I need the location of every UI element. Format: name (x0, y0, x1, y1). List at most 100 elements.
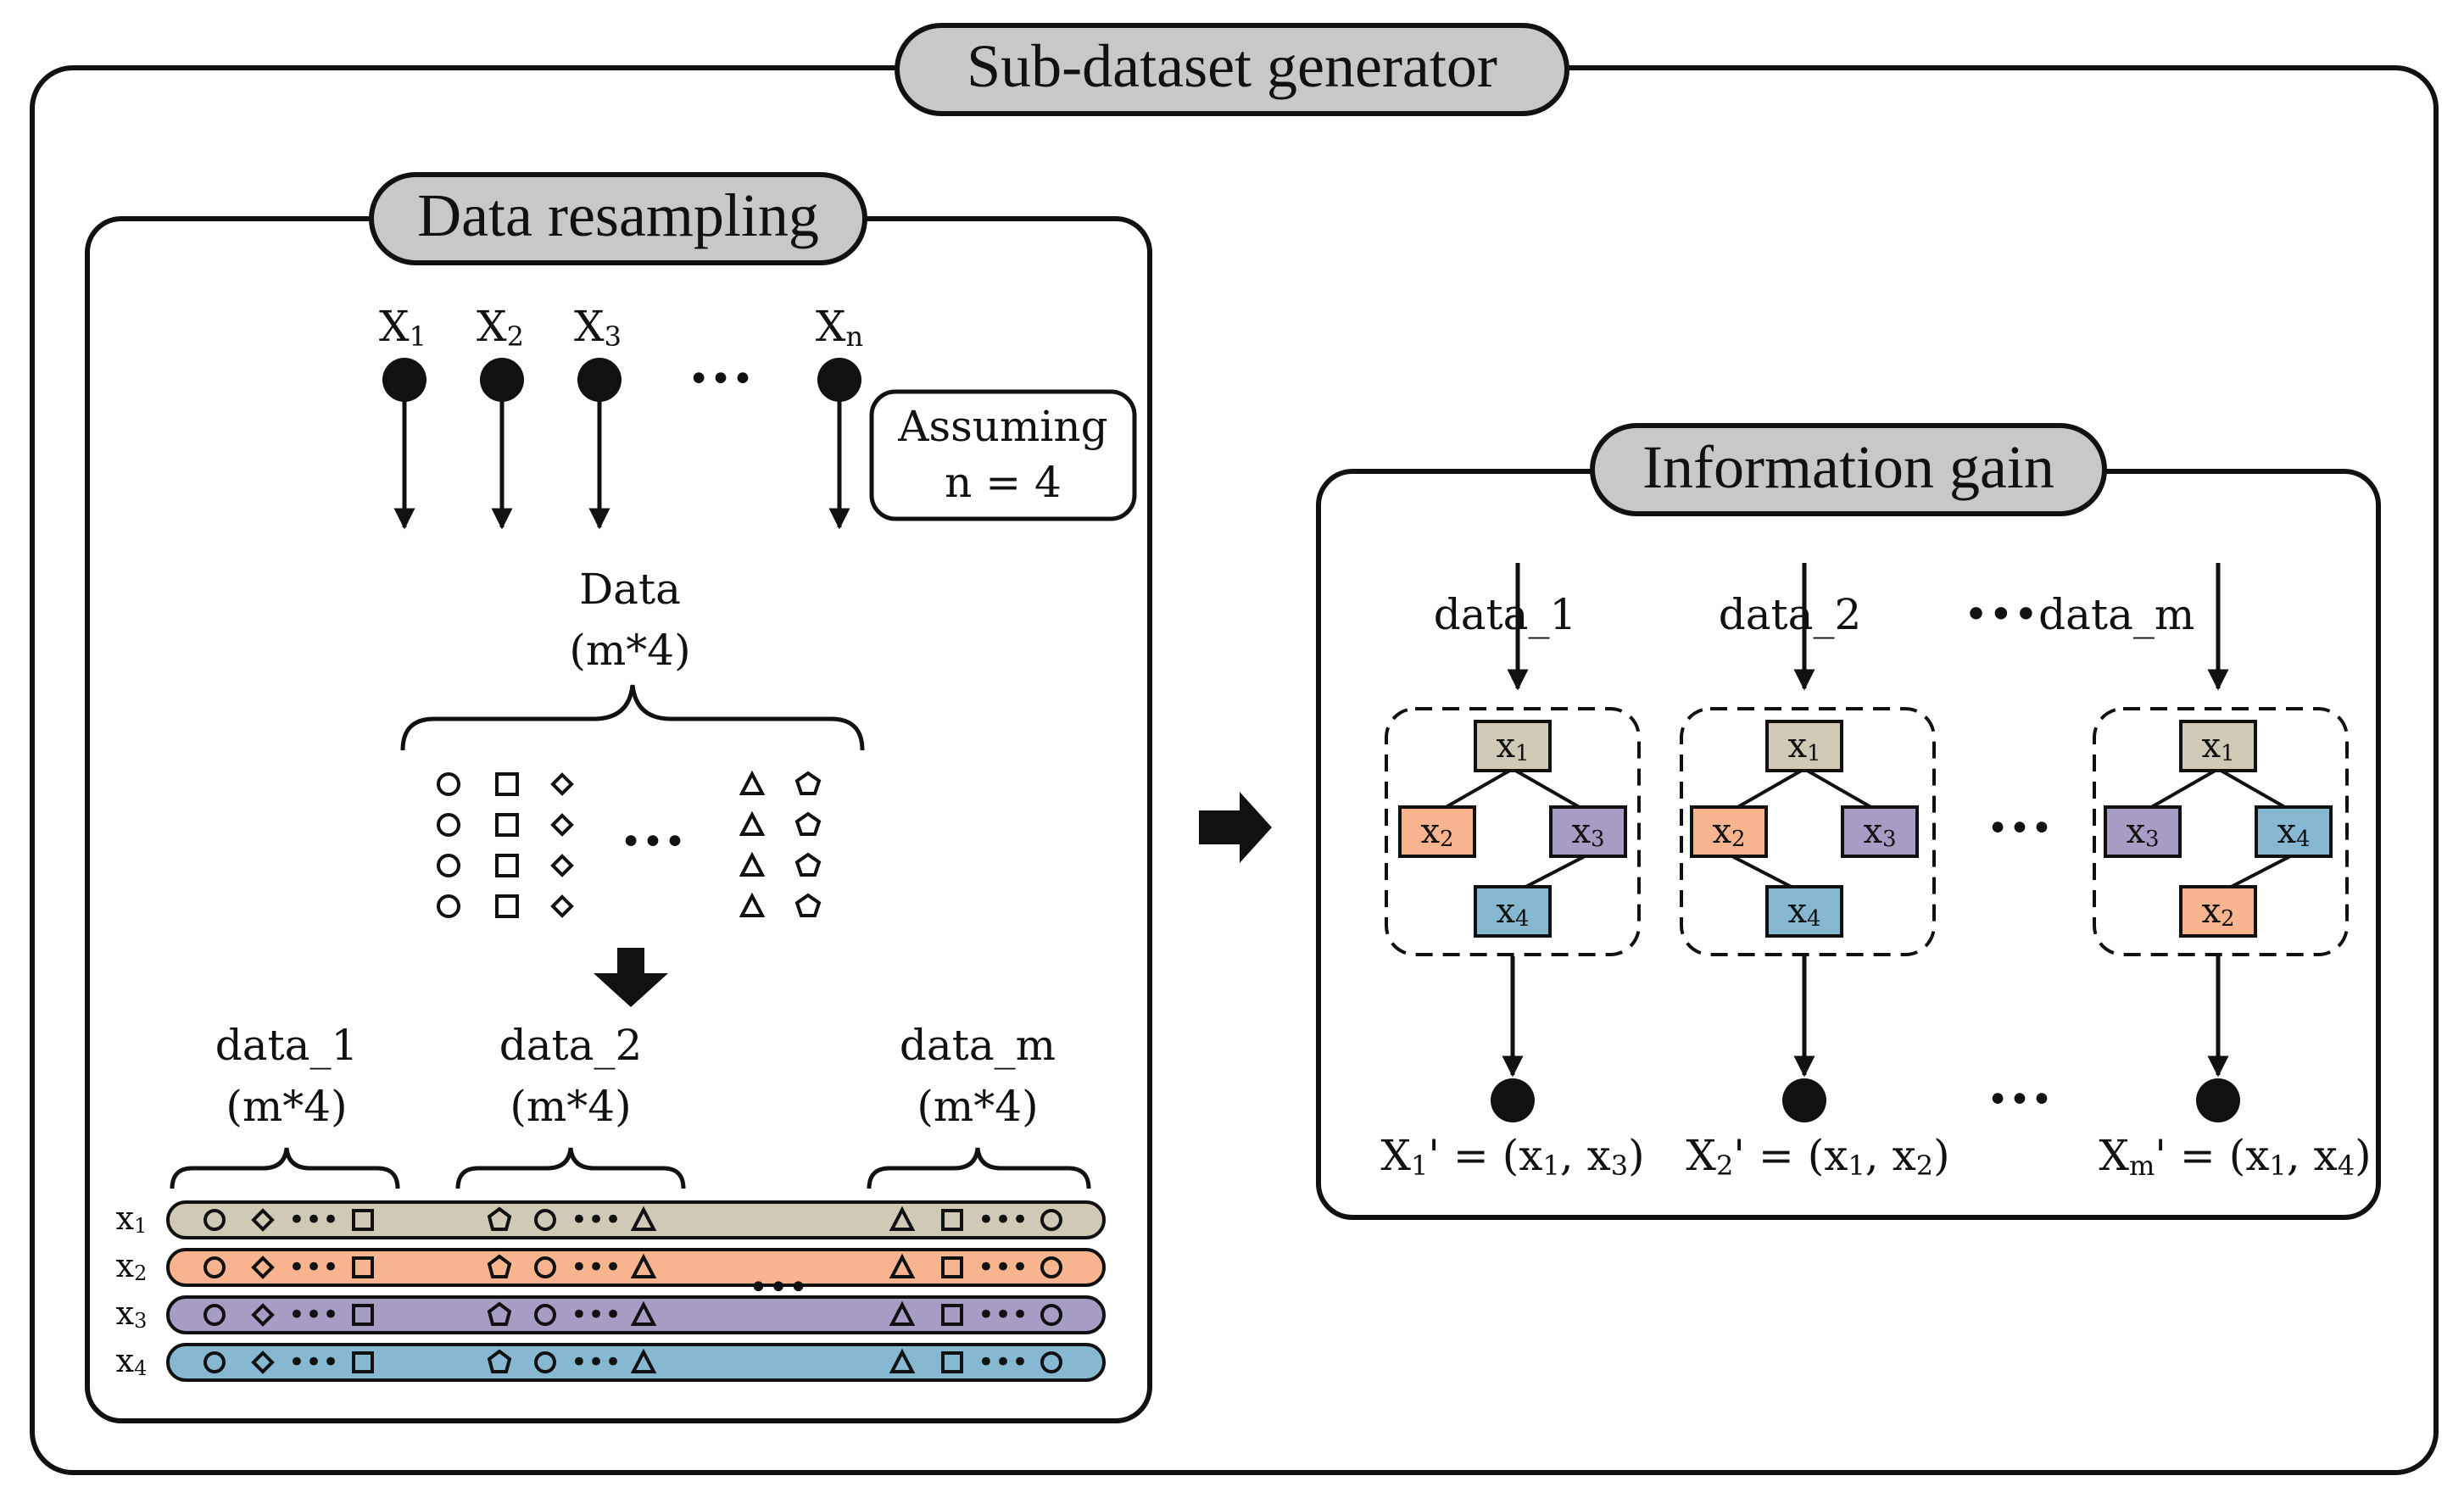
circle-symbol (1040, 1351, 1062, 1373)
info-gain-inputs: data_1 data_2 •••data_m (1434, 563, 2229, 691)
assumption-box: Assuming n = 4 (869, 389, 1137, 521)
row-dots-x4-a: ••• (288, 1345, 339, 1379)
row-label-x1: x1 (116, 1200, 148, 1238)
row-dots-x1-b: ••• (571, 1203, 622, 1237)
main-title-pill: Sub-dataset generator (895, 23, 1569, 116)
triangle-symbol (739, 810, 766, 836)
tree-node-label: x1 (1787, 727, 1820, 766)
feature-label-n: Xn (816, 302, 863, 353)
resampling-title: Data resampling (417, 181, 819, 249)
data-row-x3: x3 (116, 1295, 1106, 1334)
triangle-symbol (889, 1348, 916, 1373)
row-dots-x3-a: ••• (288, 1298, 339, 1332)
output-label-m: Xm' = (x1, x4) (2099, 1131, 2371, 1182)
row-dots-x2-c: ••• (978, 1250, 1029, 1284)
resample-down-arrow (594, 948, 668, 1007)
circle-symbol (534, 1304, 556, 1326)
feature-node-1 (382, 358, 426, 402)
diamond-symbol (550, 854, 574, 877)
pentagon-symbol (487, 1206, 512, 1231)
tree-node-label: x1 (2201, 727, 2234, 766)
feature-ellipsis: ••• (688, 358, 754, 401)
data-label: Data (579, 565, 681, 614)
output-ellipsis: ••• (1987, 1078, 2053, 1122)
square-symbol (495, 772, 519, 796)
tree-node (1765, 885, 1843, 938)
triangle-symbol (889, 1300, 916, 1326)
feature-label-2: X2 (477, 302, 524, 353)
resampling-title-pill: Data resampling (369, 172, 867, 265)
feature-nodes: ••• (382, 358, 861, 530)
row-bar-x1 (166, 1200, 1106, 1239)
feature-node-n (817, 358, 861, 402)
subset-size-1: (m*4) (226, 1082, 347, 1131)
row-symbols (203, 1206, 1062, 1374)
input-label-2: data_2 (1719, 590, 1862, 639)
output-label-1: X1' = (x1, x3) (1380, 1131, 1644, 1182)
square-symbol (495, 813, 519, 837)
row-bar-x2 (166, 1248, 1106, 1287)
tree-node (1841, 805, 1919, 858)
row-label-x2: x2 (116, 1247, 148, 1285)
subset-name-m: data_m (900, 1021, 1056, 1070)
triangle-symbol (739, 851, 766, 877)
square-symbol (352, 1209, 374, 1231)
tree-node (1474, 885, 1552, 938)
tree-node (1474, 720, 1552, 772)
square-symbol (941, 1351, 963, 1373)
triangle-symbol (630, 1206, 657, 1231)
row-bar-x4 (166, 1343, 1106, 1382)
row-dots-x3-c: ••• (978, 1298, 1029, 1332)
circle-symbol (437, 894, 460, 918)
grid-ellipsis: ••• (620, 821, 686, 864)
diamond-symbol (251, 1350, 275, 1374)
main-title: Sub-dataset generator (967, 32, 1497, 100)
circle-symbol (534, 1351, 556, 1373)
tree-2: x1 x2 x3 x4 (1680, 707, 1936, 956)
tree-ellipsis: ••• (1987, 807, 2053, 850)
assumption-line-1: Assuming (897, 402, 1107, 451)
feature-label-3: X3 (574, 302, 622, 353)
square-symbol (352, 1351, 374, 1373)
triangle-symbol (630, 1253, 657, 1278)
square-symbol (941, 1304, 963, 1326)
tree-1: x1 x2 x3 x4 (1385, 707, 1641, 956)
circle-symbol (1040, 1209, 1062, 1231)
pentagon-symbol (794, 893, 822, 917)
data-rows: x1 x2 x3 x4 (116, 1200, 1106, 1382)
circle-symbol (203, 1304, 226, 1326)
circle-symbol (203, 1209, 226, 1231)
tree-node (2179, 885, 2257, 938)
circle-symbol (437, 772, 460, 796)
tree-node-label: x1 (1496, 727, 1529, 766)
tree-node (1690, 805, 1768, 858)
symbol-grid (437, 770, 822, 918)
diamond-symbol (550, 813, 574, 837)
subset-name-2: data_2 (499, 1021, 643, 1070)
square-symbol (495, 894, 519, 918)
output-label-2: X2' = (x1, x2) (1686, 1131, 1949, 1182)
diamond-symbol (251, 1208, 275, 1232)
feature-node-2 (480, 358, 524, 402)
row-dots-x1-a: ••• (288, 1203, 339, 1237)
diamond-symbol (251, 1256, 275, 1279)
diamond-symbol (550, 772, 574, 796)
tree-node-label: x2 (2201, 892, 2234, 932)
circle-symbol (534, 1256, 556, 1278)
tree-node (2255, 805, 2333, 858)
subset-size-m: (m*4) (917, 1082, 1038, 1131)
tree-node (2104, 805, 2182, 858)
row-dots-x2-b: ••• (571, 1250, 622, 1284)
data-row-x2: x2 (116, 1247, 1106, 1287)
subset-size-2: (m*4) (510, 1082, 631, 1131)
tree-node (1398, 805, 1476, 858)
output-node-1 (1491, 1078, 1535, 1122)
info-gain-title: Information gain (1642, 433, 2054, 501)
triangle-symbol (739, 770, 766, 795)
assumption-line-2: n = 4 (945, 458, 1062, 507)
row-dots-x4-c: ••• (978, 1345, 1029, 1379)
data-row-x4: x4 (116, 1342, 1106, 1382)
subset-brace-m (867, 1147, 1091, 1189)
circle-symbol (203, 1351, 226, 1373)
feature-label-1: X1 (379, 302, 426, 353)
